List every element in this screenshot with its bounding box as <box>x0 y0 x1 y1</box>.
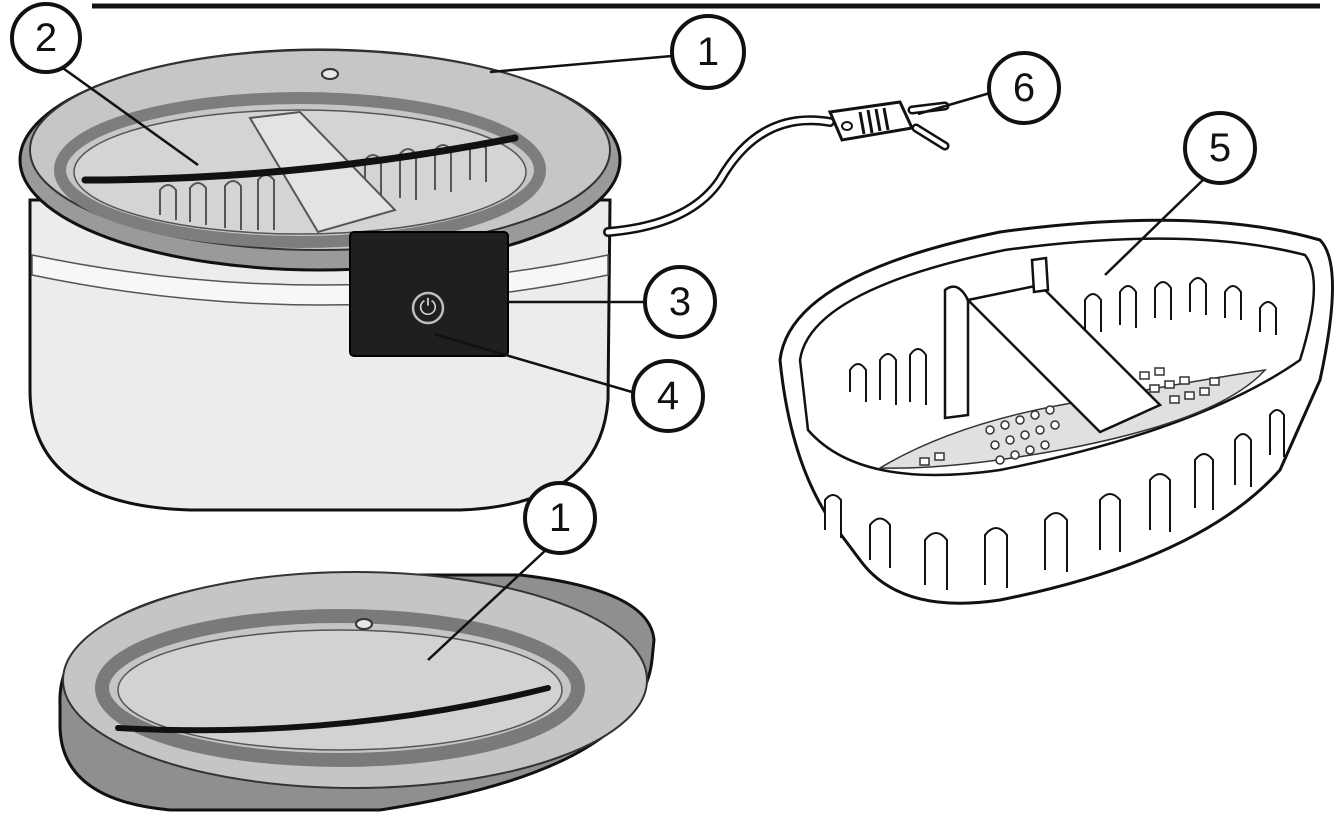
callout-number: 1 <box>697 30 719 74</box>
callout-circle <box>10 2 82 74</box>
cleaner-unit: ⏻ <box>18 48 950 512</box>
tank-lid-handle-strip <box>81 134 519 184</box>
callout-6-plug: 6 <box>987 51 1061 125</box>
leader-5-basket <box>1104 177 1206 276</box>
callout-circle <box>670 14 746 90</box>
detached-lid-handle-strip <box>115 685 551 734</box>
power-cord-inner <box>605 117 833 235</box>
callout-number: 3 <box>669 280 691 324</box>
callout-number: 6 <box>1013 66 1035 110</box>
callout-number: 5 <box>1209 126 1231 170</box>
power-icon: ⏻ <box>419 296 436 321</box>
plug-eyelet <box>841 121 853 131</box>
power-button-ring <box>411 291 445 325</box>
leader-1-detached-lid <box>427 547 549 661</box>
detached-lid-window <box>117 629 563 751</box>
power-plug <box>827 100 950 151</box>
callout-5-basket: 5 <box>1183 111 1257 185</box>
callout-circle <box>987 51 1061 125</box>
plug-prong-bottom-inner <box>914 126 947 148</box>
callout-circle <box>643 265 717 339</box>
callout-circle <box>631 359 705 433</box>
callout-1-lid: 1 <box>670 14 746 90</box>
basket-inner-slots <box>849 277 1277 405</box>
tank-lid-vent-hole <box>321 68 339 80</box>
callout-number: 4 <box>657 374 679 418</box>
leader-6-plug <box>917 91 991 116</box>
detached-lid <box>58 571 656 812</box>
power-button[interactable]: ⏻ <box>411 291 445 325</box>
basket-divider-back <box>943 285 970 420</box>
basket-floor-holes <box>919 367 1220 466</box>
detached-lid-gasket <box>95 609 585 767</box>
callout-4-indicator: 4 <box>631 359 705 433</box>
leader-lines <box>59 54 1206 661</box>
basket-divider-post <box>1030 256 1050 294</box>
callout-circle <box>1183 111 1257 185</box>
plug-grip-ridges <box>858 107 890 135</box>
tank-window-divider <box>248 110 397 234</box>
callout-3-panel: 3 <box>643 265 717 339</box>
leader-1-lid <box>489 54 673 74</box>
tank-lid-gasket <box>54 92 546 248</box>
callout-2-tank: 2 <box>10 2 82 74</box>
callout-number: 1 <box>549 496 571 540</box>
callout-circle <box>523 481 597 555</box>
basket-divider-top <box>965 283 1163 434</box>
callout-1-detached-lid: 1 <box>523 481 597 555</box>
basket <box>778 218 1334 605</box>
basket-outer-slots <box>824 409 1285 590</box>
callout-number: 2 <box>35 16 57 60</box>
leader-2-tank <box>59 64 199 167</box>
detached-lid-vent-hole <box>355 618 373 630</box>
leader-4-indicator <box>433 332 633 394</box>
power-cord <box>603 115 835 237</box>
